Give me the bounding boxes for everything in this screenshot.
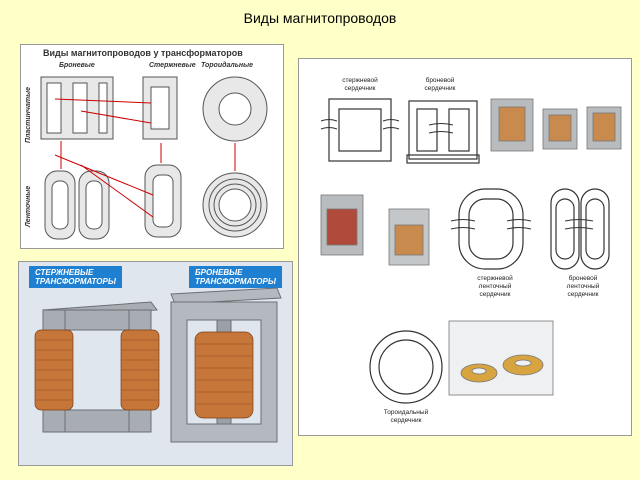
caption-toroid-core: Тороидальный сердечник — [371, 409, 441, 425]
col-label-rod: Стержневые — [149, 62, 196, 69]
caption-shell-core-line2: сердечник — [424, 85, 456, 92]
caption-tape-shell-core: броневой ленточный сердечник — [553, 275, 613, 299]
caption-toroid-line1: Тороидальный — [383, 409, 429, 416]
caption-shell-core: броневой сердечник — [415, 77, 465, 93]
caption-tape-shell-line1: броневой — [568, 275, 598, 282]
col-label-shell: Броневые — [59, 62, 95, 69]
caption-rod-core-line1: стержневой — [342, 77, 378, 84]
banner-shell-line2: ТРАНСФОРМАТОРЫ — [195, 277, 276, 286]
caption-tape-rod-line2: ленточный — [478, 283, 512, 290]
banner-rod-line2: ТРАНСФОРМАТОРЫ — [35, 277, 116, 286]
banner-shell-transformers: БРОНЕВЫЕ ТРАНСФОРМАТОРЫ — [189, 266, 282, 288]
caption-tape-rod-line1: стержневой — [477, 275, 513, 282]
banner-rod-transformers: СТЕРЖНЕВЫЕ ТРАНСФОРМАТОРЫ — [29, 266, 122, 288]
caption-tape-rod-line3: сердечник — [479, 291, 511, 298]
caption-tape-shell-line3: сердечник — [567, 291, 599, 298]
slide-title: Виды магнитопроводов — [243, 10, 397, 26]
core-types-drawing — [40, 76, 268, 240]
caption-tape-rod-core: стержневой ленточный сердечник — [465, 275, 525, 299]
transformer-3d-panel: СТЕРЖНЕВЫЕ ТРАНСФОРМАТОРЫ БРОНЕВЫЕ ТРАНС… — [18, 261, 293, 466]
caption-toroid-line2: сердечник — [390, 417, 422, 424]
banner-shell-line1: БРОНЕВЫЕ — [195, 268, 243, 277]
banner-rod-line1: СТЕРЖНЕВЫЕ — [35, 268, 94, 277]
core-types-diagram-panel: Виды магнитопроводов у трансформаторов Б… — [20, 44, 284, 249]
panel-title: Виды магнитопроводов у трансформаторов — [43, 48, 243, 58]
col-label-toroid: Тороидальные — [201, 62, 254, 69]
core-schematics-drawing — [320, 98, 622, 404]
caption-rod-core-line2: сердечник — [344, 85, 376, 92]
core-schematics-panel: стержневой сердечник броневой сердечник … — [298, 58, 632, 436]
transformer-3d-drawing — [34, 287, 282, 443]
caption-tape-shell-line2: ленточный — [566, 283, 600, 290]
caption-shell-core-line1: броневой — [425, 77, 455, 84]
caption-rod-core: стержневой сердечник — [335, 77, 385, 93]
